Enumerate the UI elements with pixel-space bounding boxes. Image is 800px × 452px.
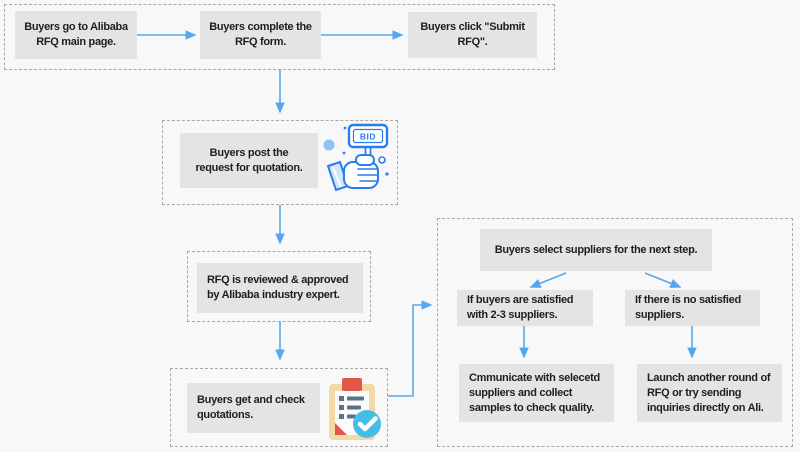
decor-ring [378, 156, 386, 164]
step-select-suppliers: Buyers select suppliers for the next ste… [480, 229, 712, 271]
step-launch-another-round: Launch another round of RFQ or try sendi… [637, 364, 782, 422]
paper-folded-corner [335, 423, 347, 435]
decor-dot-small [385, 172, 389, 176]
step-get-check-quotations: Buyers get and check quotations. [187, 383, 320, 433]
list-line [347, 396, 364, 401]
clipboard-check-icon [329, 378, 381, 440]
cuff-stripe [332, 166, 342, 188]
group-supplier-selection [437, 218, 793, 447]
branch-satisfied: If buyers are satisfied with 2-3 supplie… [457, 290, 593, 326]
step-complete-rfq-form: Buyers complete the RFQ form. [200, 11, 321, 59]
decor-dot-small [342, 151, 346, 155]
bid-sign-board [347, 123, 389, 149]
bid-hand-icon: BID [323, 123, 389, 192]
bid-sign-inner-frame [352, 128, 384, 144]
step-click-submit-rfq: Buyers click "Submit RFQ". [408, 12, 537, 58]
group-review [187, 251, 371, 322]
step-rfq-reviewed: RFQ is reviewed & approved by Alibaba in… [197, 263, 363, 313]
list-bullet [339, 396, 344, 401]
group-check-quotations [170, 368, 388, 447]
connector-quotations-to-selection [388, 300, 433, 397]
hand-finger-lines [357, 168, 378, 182]
list-bullet [339, 405, 344, 410]
branch-not-satisfied: If there is no satisfied suppliers. [625, 290, 760, 326]
list-bullet [339, 414, 344, 419]
hand-thumb [355, 154, 375, 166]
list-line [347, 405, 361, 410]
group-submit-rfq [4, 4, 555, 70]
group-post-request [162, 120, 398, 205]
bid-sign-label: BID [360, 132, 376, 142]
decor-dot-small [343, 126, 347, 130]
clipboard-clip [342, 378, 362, 391]
decor-dot-large [323, 139, 335, 151]
step-post-request: Buyers post the request for quotation. [180, 133, 318, 188]
list-line [347, 414, 356, 419]
check-mark [357, 416, 378, 432]
step-go-to-rfq-page: Buyers go to Alibaba RFQ main page. [15, 11, 137, 59]
step-communicate-samples: Cmmunicate with selecetd suppliers and c… [459, 364, 614, 422]
